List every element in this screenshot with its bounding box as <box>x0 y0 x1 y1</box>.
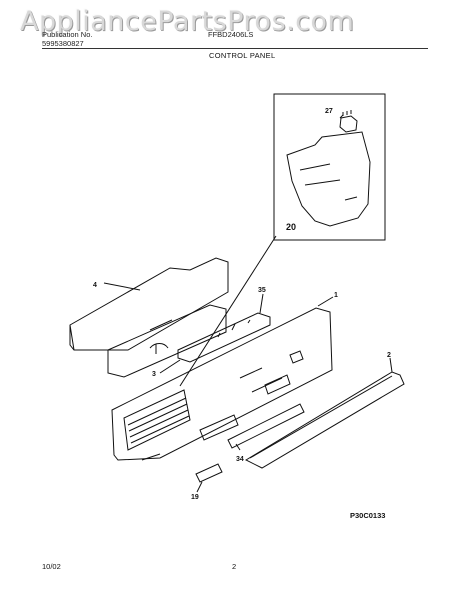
leader-19 <box>196 481 203 493</box>
part-20-circuit-board <box>286 131 371 227</box>
callout-34: 34 <box>236 456 244 463</box>
publication-label: Publication No. <box>42 30 93 39</box>
callout-20: 20 <box>286 222 296 232</box>
callout-2: 2 <box>387 352 391 359</box>
header-rule <box>42 48 428 49</box>
part-3-control-bracket <box>107 304 227 378</box>
leader-34 <box>235 443 241 451</box>
callout-19: 19 <box>191 494 199 501</box>
part-2-trim-strip <box>244 371 405 469</box>
part-27-chip <box>339 110 358 133</box>
callout-1: 1 <box>334 292 338 299</box>
publication-number: 5995380827 <box>42 39 84 48</box>
model-number: FFBD2406LS <box>208 30 254 39</box>
inset-detail-box <box>273 93 386 241</box>
part-34-lower-strip <box>227 403 305 449</box>
leader-1 <box>317 296 334 307</box>
footer-date: 10/02 <box>42 562 61 571</box>
footer-page-number: 2 <box>232 562 237 571</box>
part-1-control-panel <box>111 307 333 461</box>
leader-35 <box>259 293 264 314</box>
leader-27 <box>339 114 344 119</box>
leader-2 <box>389 357 393 373</box>
part-19-small-plate <box>195 463 223 483</box>
callout-3: 3 <box>152 371 156 378</box>
leader-4 <box>103 282 141 291</box>
inset-leader-line <box>179 235 277 387</box>
callout-4: 4 <box>93 282 97 289</box>
callout-27: 27 <box>325 108 333 115</box>
part-4-upper-panel <box>69 257 229 351</box>
part-35-label-plate <box>177 312 271 363</box>
section-title: CONTROL PANEL <box>209 51 276 60</box>
publication-header: Publication No. 5995380827 <box>42 30 92 48</box>
diagram-code: P30C0133 <box>350 511 386 520</box>
callout-35: 35 <box>258 287 266 294</box>
leader-3 <box>159 359 181 374</box>
